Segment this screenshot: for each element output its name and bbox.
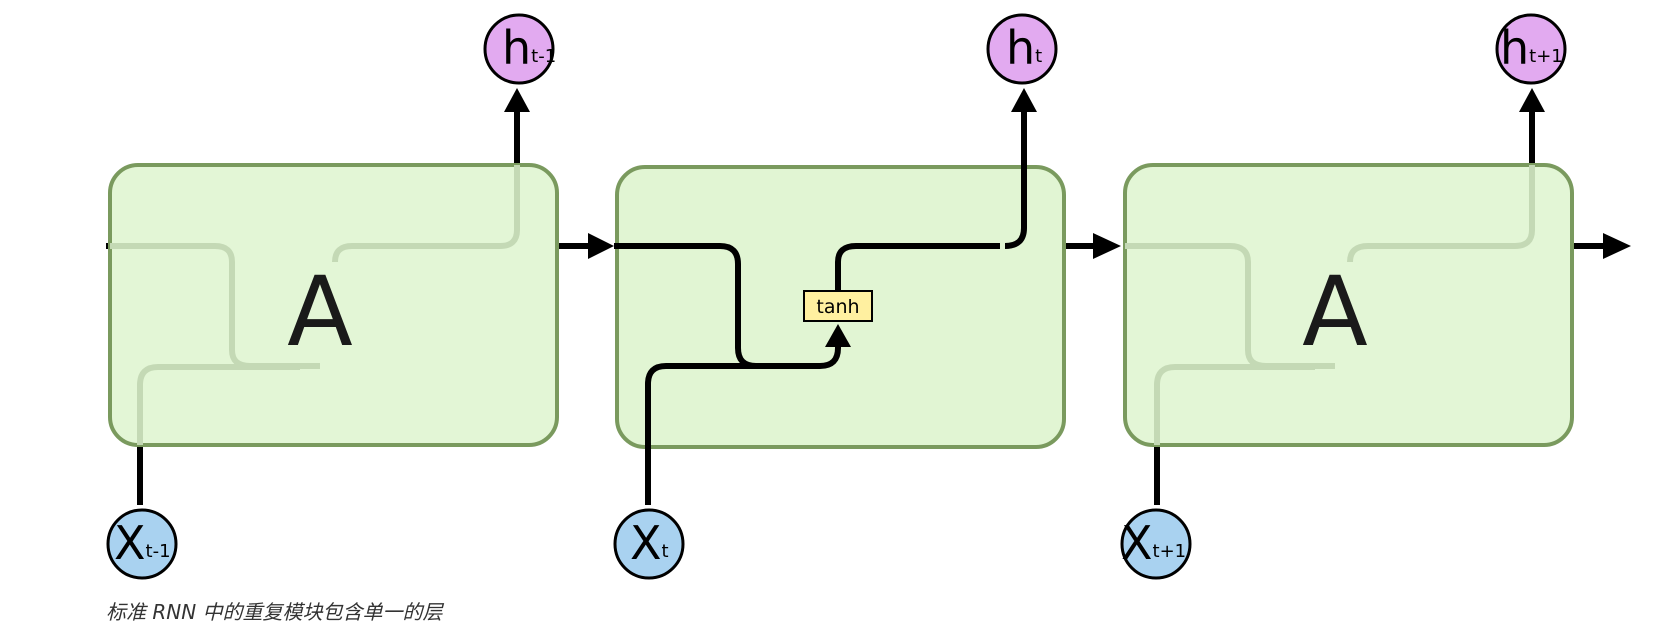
output-node-1: ht-1 — [483, 13, 556, 85]
cell-3-output-arrowhead — [1519, 88, 1545, 112]
figure-caption: 标准 RNN 中的重复模块包含单一的层 — [106, 600, 443, 624]
output-node-2-subscript: t — [1035, 46, 1042, 67]
input-node-2-symbol: X — [630, 516, 662, 570]
cell-2-tanh-arrowhead — [825, 324, 851, 347]
svg-text:ht: ht — [1006, 21, 1042, 75]
output-node-1-subscript: t-1 — [531, 46, 556, 67]
cell-1-faded-internals — [110, 165, 520, 445]
svg-text:ht+1: ht+1 — [1500, 21, 1563, 75]
arrowhead-cell1-to-cell2 — [588, 233, 614, 259]
output-node-2-circle — [986, 13, 1058, 85]
cell-3-label: A — [1302, 256, 1368, 368]
input-node-1-symbol: X — [114, 516, 146, 570]
cell-1-box — [108, 163, 559, 447]
input-node-3-subscript: t+1 — [1153, 541, 1187, 562]
input-node-2: Xt — [613, 508, 685, 580]
cell-2: tanh — [614, 88, 1066, 505]
input-node-3-circle — [1120, 508, 1192, 580]
tanh-layer-label: tanh — [816, 296, 859, 318]
tanh-layer-box — [803, 290, 873, 322]
cell-2-up-path — [1004, 110, 1027, 249]
arrowhead-cell3-out — [1603, 233, 1631, 259]
cell-2-output-arrowhead — [1011, 88, 1037, 112]
input-node-1: Xt-1 — [106, 508, 178, 580]
cell-3-box — [1123, 163, 1574, 447]
input-node-3-symbol: X — [1121, 516, 1153, 570]
cell-3: A — [1123, 88, 1574, 505]
output-node-1-circle — [483, 13, 555, 85]
cell-3-faded-internals — [1125, 165, 1535, 445]
cell-2-input-path — [645, 363, 800, 505]
input-node-1-circle — [106, 508, 178, 580]
output-node-3-symbol: h — [1500, 21, 1529, 75]
output-node-3-subscript: t+1 — [1529, 46, 1563, 67]
svg-text:Xt: Xt — [630, 516, 669, 570]
cell-1-output-arrowhead — [504, 88, 530, 112]
output-node-2-symbol: h — [1006, 21, 1035, 75]
cell-1-label: A — [287, 256, 353, 368]
svg-text:ht-1: ht-1 — [502, 21, 556, 75]
arrowhead-cell2-to-cell3 — [1093, 233, 1121, 259]
output-node-1-symbol: h — [502, 21, 531, 75]
output-node-3: ht+1 — [1495, 13, 1567, 85]
output-node-3-circle — [1495, 13, 1567, 85]
input-node-1-subscript: t-1 — [146, 541, 171, 562]
cell-1: A — [108, 88, 559, 505]
input-node-2-subscript: t — [662, 541, 669, 562]
cell-2-hidden-path — [614, 243, 841, 369]
output-node-2: ht — [986, 13, 1058, 85]
cell-2-output-path — [835, 243, 1000, 290]
input-node-3: Xt+1 — [1120, 508, 1192, 580]
svg-text:Xt-1: Xt-1 — [114, 516, 171, 570]
input-node-2-circle — [613, 508, 685, 580]
svg-text:Xt+1: Xt+1 — [1121, 516, 1186, 570]
